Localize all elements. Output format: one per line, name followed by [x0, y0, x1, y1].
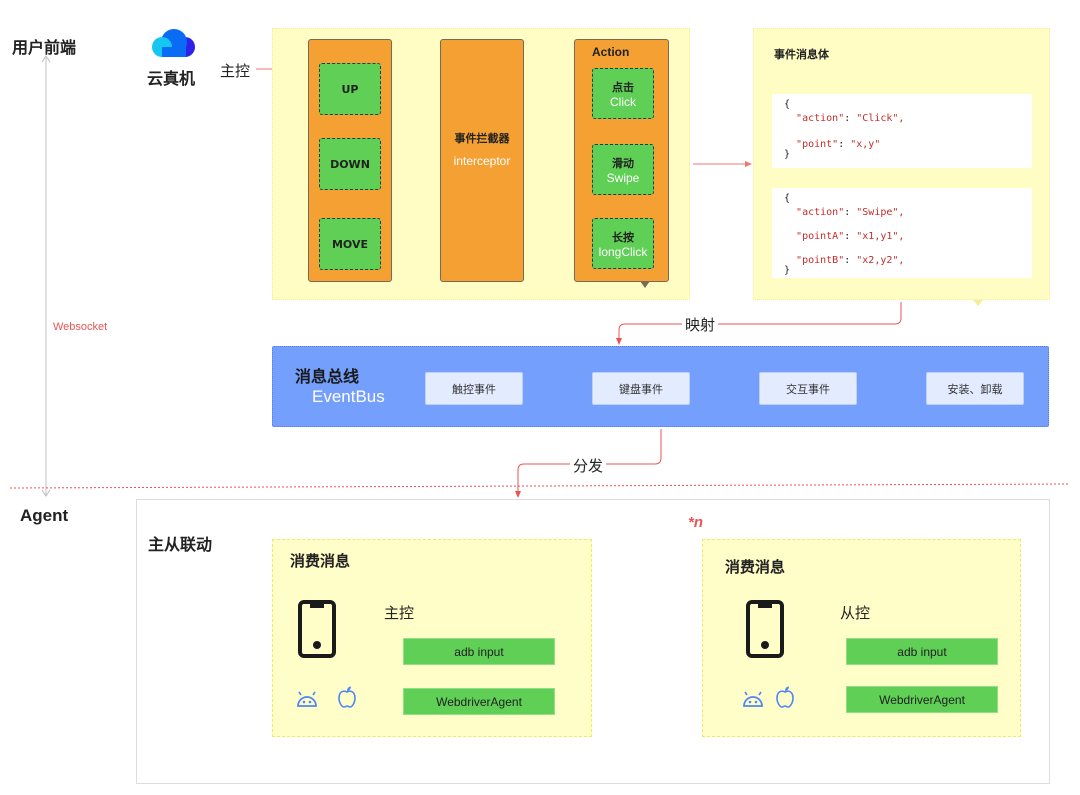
event-move-label: MOVE — [331, 237, 369, 251]
message-body-title: 事件消息体 — [774, 48, 829, 61]
bus-item-install-uninstall: 安装、卸载 — [926, 372, 1024, 405]
interceptor-column: 事件拦截器 interceptor — [440, 39, 524, 282]
action-swipe: 滑动 Swipe — [592, 144, 654, 195]
consumer-role-master: 主控 — [384, 604, 415, 622]
phone-icon — [746, 600, 784, 658]
adb-input-button: adb input — [846, 638, 998, 665]
dispatch-label: 分发 — [570, 455, 607, 476]
adb-input-button: adb input — [403, 638, 555, 665]
code-open: { — [784, 193, 791, 204]
click-message-code: { "action": "Click", "point": "x,y" } — [772, 94, 1032, 168]
webdriveragent-button: WebdriverAgent — [846, 686, 998, 713]
code-close: } — [784, 149, 791, 160]
consumer-role-slave: 从控 — [840, 604, 871, 622]
code-line: "pointB": "x2,y2", — [796, 255, 905, 266]
event-move: MOVE — [319, 218, 381, 270]
action-click-cn: 点击 — [612, 80, 634, 94]
event-down-label: DOWN — [330, 157, 370, 171]
bus-item-touch: 触控事件 — [425, 372, 523, 405]
cloud-device-label: 云真机 — [147, 69, 196, 88]
master-label: 主控 — [220, 62, 251, 80]
action-pointer-icon — [640, 281, 650, 288]
consumer-title: 消费消息 — [725, 558, 786, 576]
layer-separator — [9, 483, 1071, 489]
webdriveragent-button: WebdriverAgent — [403, 688, 555, 715]
code-line: "action": "Click", — [796, 113, 905, 124]
agent-label: Agent — [20, 506, 69, 525]
message-pointer-icon — [973, 300, 983, 306]
frontend-label: 用户前端 — [12, 38, 77, 57]
action-longclick-en: longClick — [598, 244, 648, 259]
bus-item-keyboard: 键盘事件 — [592, 372, 690, 405]
action-click-en: Click — [610, 94, 636, 109]
code-line: "point": "x,y" — [796, 139, 881, 150]
action-swipe-en: Swipe — [606, 170, 640, 185]
apple-icon — [775, 685, 795, 709]
mapping-arrow — [616, 302, 902, 345]
agent-title: 主从联动 — [148, 535, 213, 554]
websocket-arrow-top-icon — [41, 55, 51, 63]
android-icon — [296, 690, 318, 708]
action-click: 点击 Click — [592, 68, 654, 119]
phone-icon — [298, 600, 336, 658]
code-line: "action": "Swipe", — [796, 207, 905, 218]
consumer-title: 消费消息 — [290, 552, 351, 570]
android-icon — [742, 690, 764, 708]
mapping-label: 映射 — [682, 314, 719, 335]
cloud-icon — [150, 27, 198, 57]
event-down: DOWN — [319, 138, 381, 190]
bus-item-interaction: 交互事件 — [759, 372, 857, 405]
interceptor-title: 事件拦截器 — [454, 132, 510, 145]
action-swipe-cn: 滑动 — [612, 156, 634, 170]
multiplier-label: *n — [688, 514, 703, 531]
event-up: UP — [319, 63, 381, 115]
swipe-message-code: { "action": "Swipe", "pointA": "x1,y1", … — [772, 188, 1032, 278]
action-longclick-cn: 长按 — [612, 230, 634, 244]
event-up-label: UP — [341, 82, 359, 96]
apple-icon — [337, 685, 357, 709]
bus-title: 消息总线 — [295, 367, 360, 386]
bus-subtitle: EventBus — [312, 387, 385, 406]
code-open: { — [784, 99, 791, 110]
websocket-label: Websocket — [53, 321, 108, 333]
websocket-arrow-bottom-icon — [41, 489, 51, 497]
action-title: Action — [592, 45, 630, 59]
code-close: } — [784, 265, 791, 276]
action-longclick: 长按 longClick — [592, 218, 654, 269]
code-line: "pointA": "x1,y1", — [796, 231, 905, 242]
interceptor-subtitle: interceptor — [453, 154, 511, 168]
